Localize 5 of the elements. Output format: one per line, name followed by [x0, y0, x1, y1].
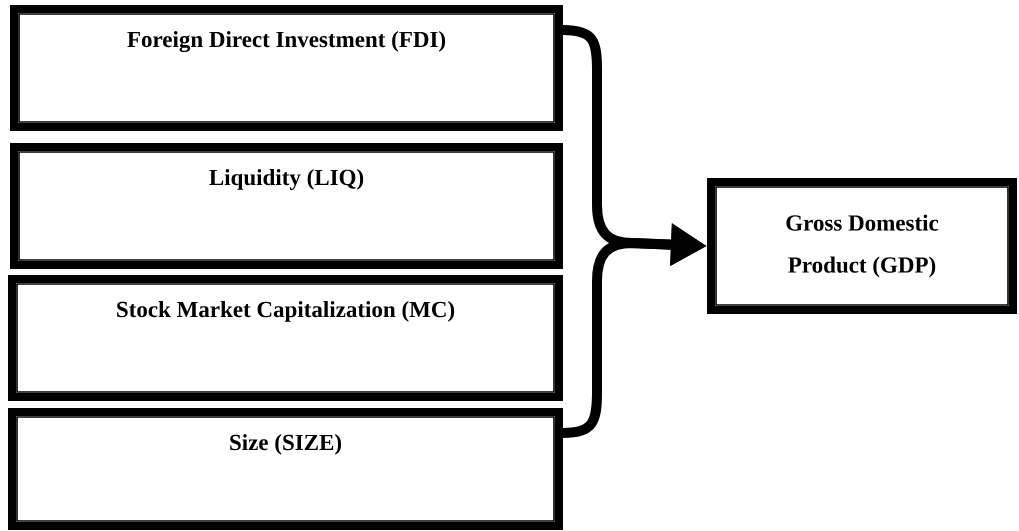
- box: Foreign Direct Investment (FDI): [10, 5, 563, 131]
- box: Size (SIZE): [8, 408, 563, 530]
- box: Liquidity (LIQ): [10, 143, 563, 269]
- box: Gross Domestic Product (GDP): [707, 178, 1017, 314]
- box: Stock Market Capitalization (MC): [8, 275, 563, 401]
